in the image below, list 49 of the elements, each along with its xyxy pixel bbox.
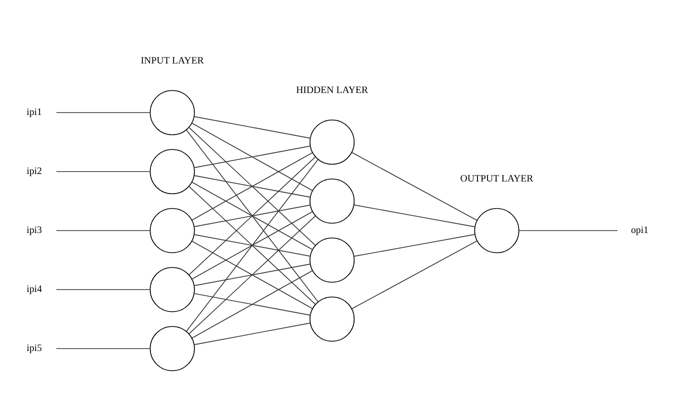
connector bbox=[192, 210, 313, 280]
connector bbox=[194, 263, 311, 286]
connector bbox=[56, 170, 151, 172]
node-circle bbox=[310, 237, 355, 282]
connector bbox=[188, 156, 316, 275]
node-circle bbox=[150, 208, 195, 253]
node-circle bbox=[150, 266, 195, 312]
node-circle bbox=[150, 148, 195, 194]
connector bbox=[56, 112, 151, 113]
node-circle bbox=[150, 326, 195, 371]
connector bbox=[194, 204, 311, 227]
connector bbox=[518, 230, 618, 231]
connector bbox=[353, 234, 476, 256]
connector bbox=[194, 174, 311, 198]
connector bbox=[186, 158, 318, 332]
node-text: ipi1 bbox=[26, 106, 42, 118]
connector bbox=[56, 288, 151, 290]
connector bbox=[188, 215, 316, 334]
connector bbox=[192, 122, 313, 191]
node-text: ipi5 bbox=[26, 342, 42, 354]
connector bbox=[56, 348, 151, 349]
connector bbox=[194, 292, 311, 316]
connector bbox=[194, 234, 311, 256]
connector bbox=[192, 152, 313, 220]
connector bbox=[192, 181, 313, 250]
connector bbox=[56, 230, 151, 231]
connector bbox=[194, 145, 311, 168]
node-text: opi1 bbox=[630, 224, 648, 236]
node-circle bbox=[150, 90, 195, 135]
connector bbox=[352, 152, 478, 220]
connector bbox=[192, 240, 313, 309]
connector bbox=[188, 185, 316, 304]
node-circle bbox=[310, 178, 355, 224]
node-circle bbox=[310, 296, 355, 342]
connector bbox=[192, 270, 313, 338]
node-text: ipi4 bbox=[26, 284, 42, 295]
label: INPUT LAYER bbox=[140, 55, 204, 66]
connector bbox=[194, 322, 311, 345]
connector bbox=[186, 128, 318, 302]
node-circle bbox=[310, 119, 355, 164]
connector bbox=[352, 240, 478, 309]
label: OUTPUT LAYER bbox=[460, 173, 534, 184]
node-text: ipi3 bbox=[26, 224, 42, 236]
connector bbox=[353, 204, 476, 227]
label: HIDDEN LAYER bbox=[296, 84, 368, 96]
connector bbox=[194, 116, 311, 138]
node-circle bbox=[474, 208, 520, 253]
node-text: ipi2 bbox=[26, 166, 42, 177]
connector bbox=[188, 126, 316, 246]
